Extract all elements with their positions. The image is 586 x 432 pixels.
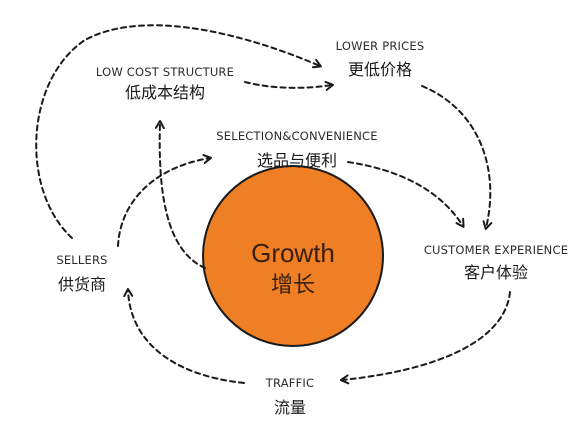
- arrow-customer-experience-to-traffic: [340, 291, 511, 385]
- arrow-low-cost-to-lower-prices: [244, 80, 334, 91]
- selection-convenience-label-zh: 选品与便利: [257, 151, 337, 170]
- low-cost-structure-label-en: LOW COST STRUCTURE: [96, 65, 234, 79]
- traffic-label-en: TRAFFIC: [265, 376, 314, 390]
- customer-experience-label-zh: 客户体验: [464, 263, 528, 282]
- sellers-label-en: SELLERS: [56, 253, 107, 267]
- arrow-traffic-to-sellers: [123, 288, 245, 384]
- arrow-sellers-to-selection: [117, 154, 212, 247]
- arrow-lower-prices-to-customer-experience: [421, 85, 493, 230]
- lower-prices-label-zh: 更低价格: [348, 60, 412, 79]
- selection-convenience-label-en: SELECTION&CONVENIENCE: [216, 129, 377, 143]
- growth-label-zh: 增长: [271, 273, 315, 298]
- growth-label-en: Growth: [251, 238, 335, 268]
- low-cost-structure-label-zh: 低成本结构: [125, 83, 205, 102]
- arrow-selection-to-customer-experience: [347, 161, 465, 228]
- traffic-label-zh: 流量: [274, 398, 306, 417]
- growth-circle: [202, 165, 384, 347]
- arrow-sellers-to-lower-prices: [35, 24, 322, 239]
- arrow-growth-to-low-cost: [154, 120, 206, 269]
- sellers-label-zh: 供货商: [58, 275, 106, 294]
- lower-prices-label-en: LOWER PRICES: [336, 39, 425, 53]
- customer-experience-label-en: CUSTOMER EXPERIENCE: [424, 243, 568, 257]
